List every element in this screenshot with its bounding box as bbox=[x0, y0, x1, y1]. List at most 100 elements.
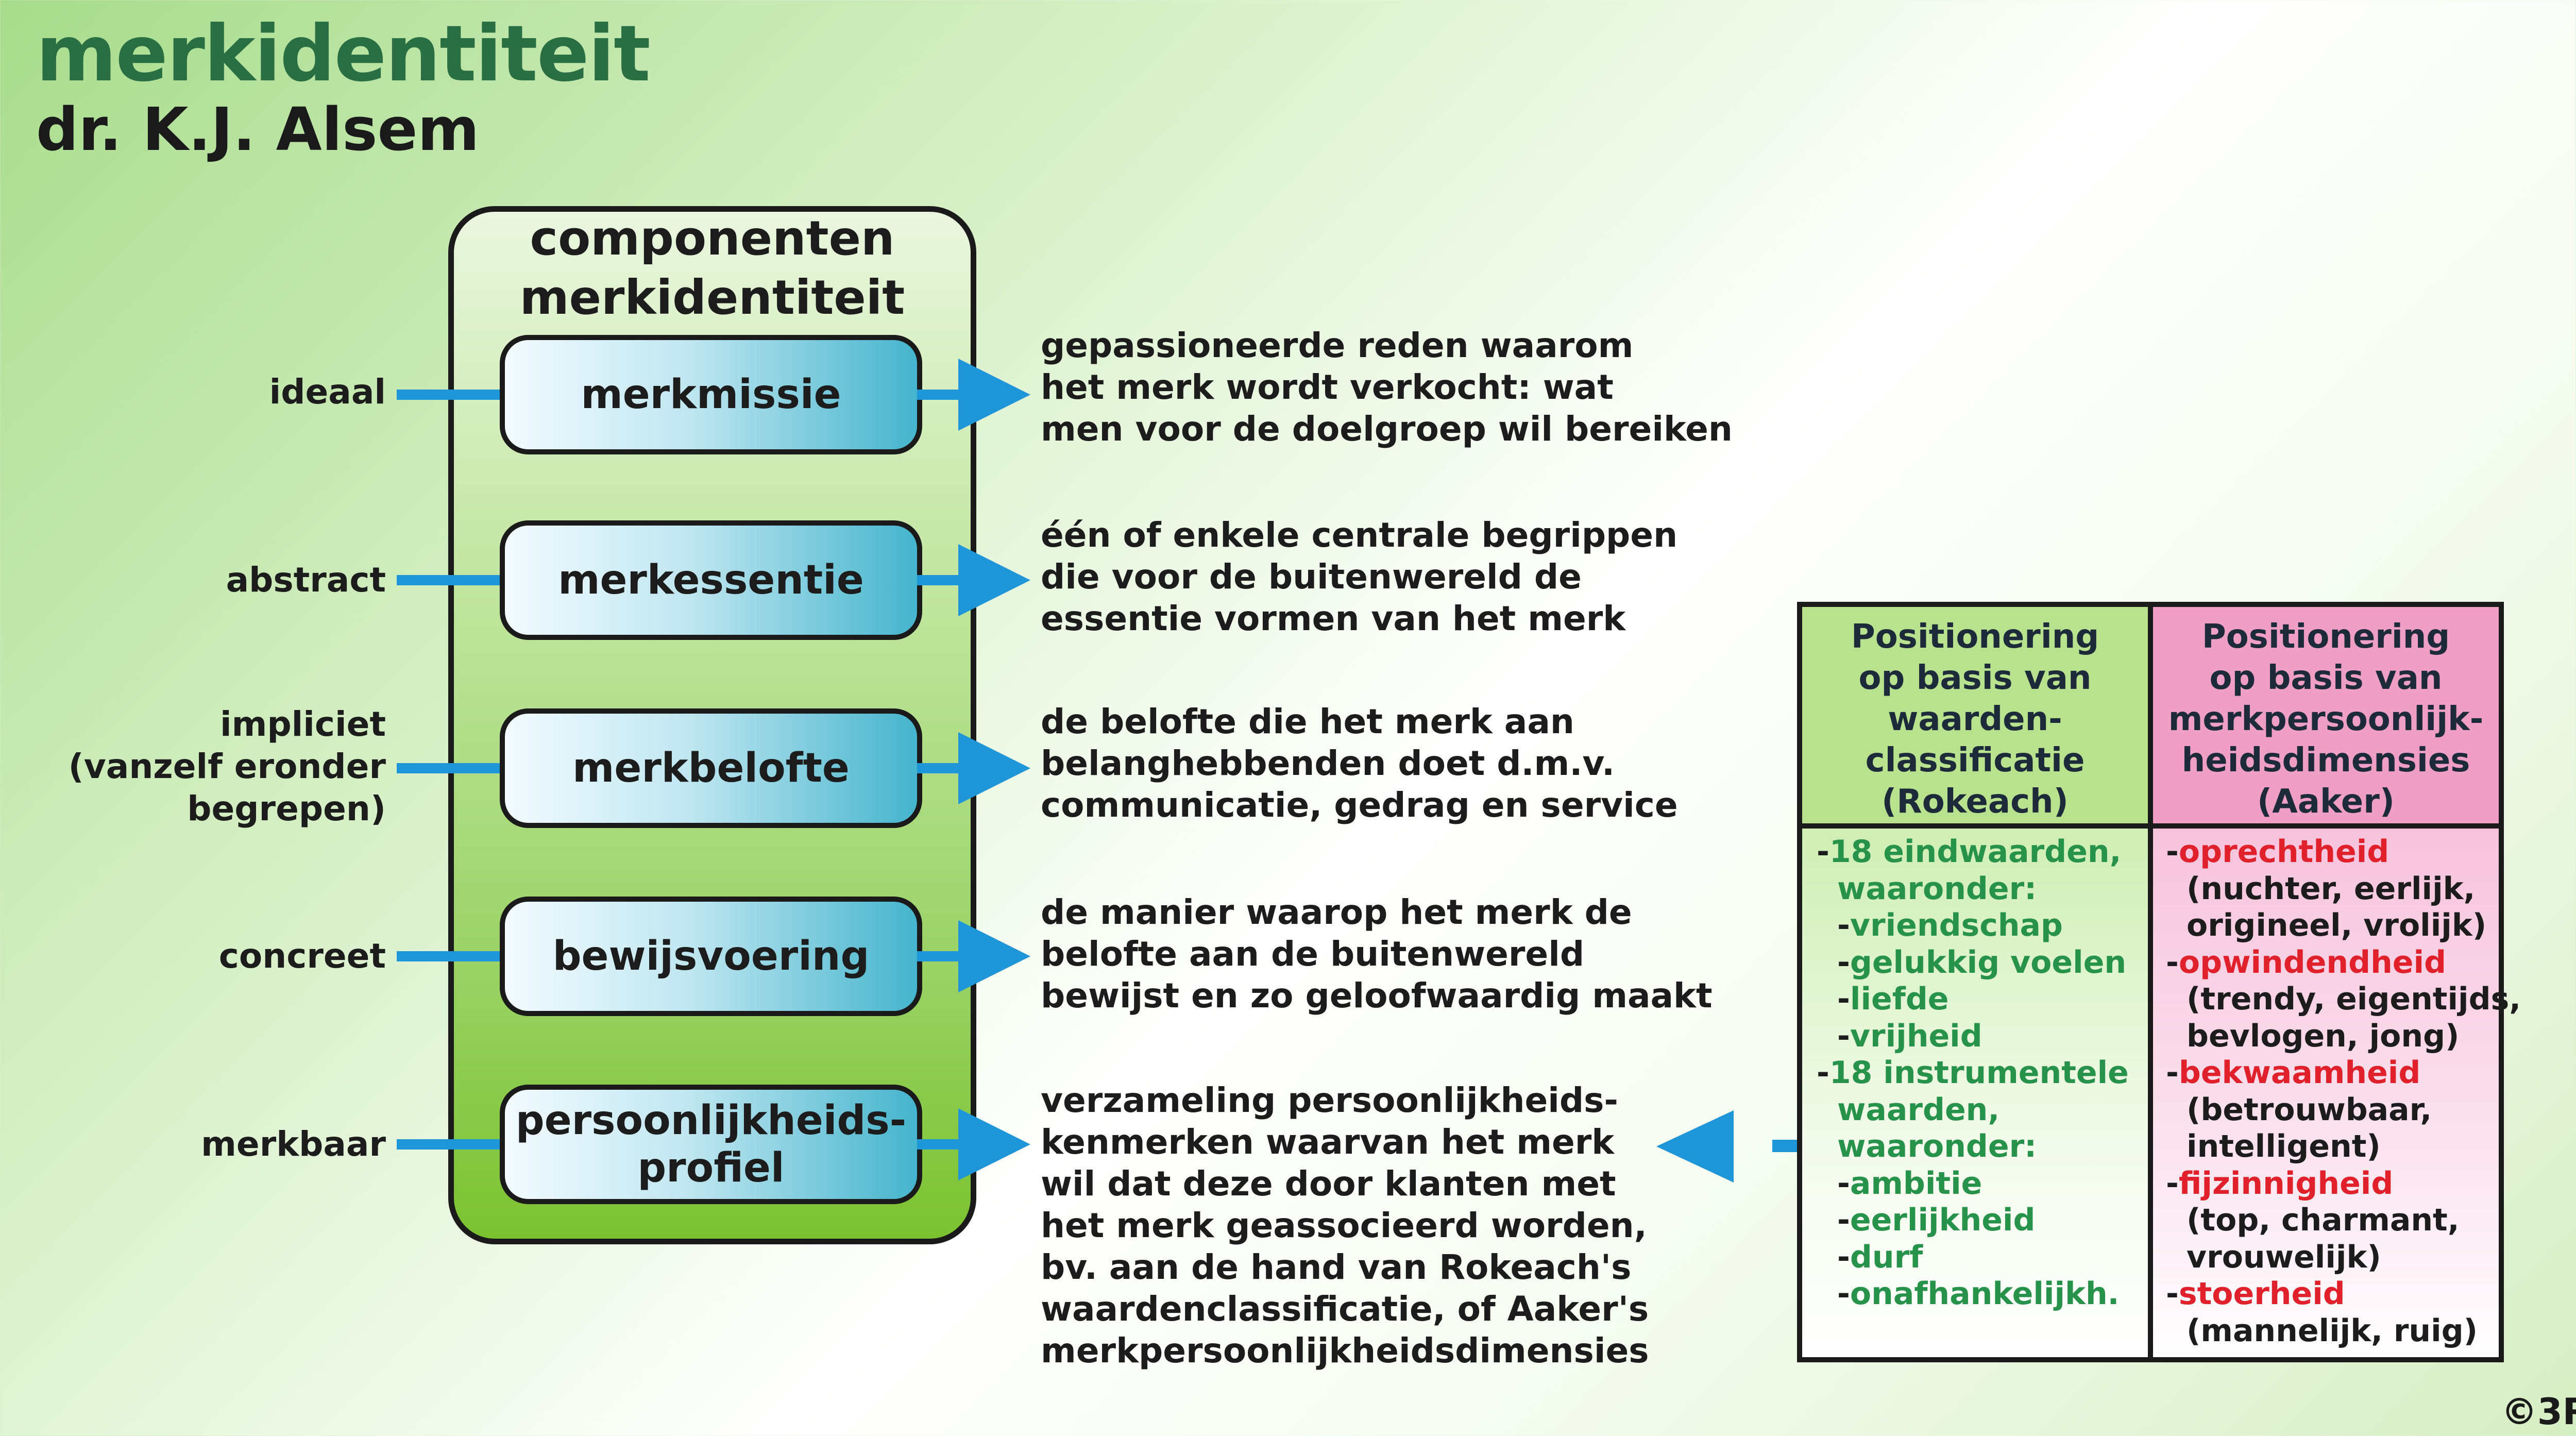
list-item-text: (top, charmant, bbox=[2187, 1202, 2460, 1238]
table-list-item: -fijzinnigheid bbox=[2166, 1165, 2499, 1203]
component-box: bewijsvoering bbox=[500, 897, 922, 1016]
list-item-text: vrijheid bbox=[1850, 1018, 1982, 1054]
left-connector bbox=[397, 951, 502, 961]
list-item-text: vrouwelijk) bbox=[2187, 1239, 2381, 1275]
table-list-item: (mannelijk, ruig) bbox=[2166, 1313, 2499, 1350]
right-connector bbox=[917, 390, 963, 400]
table-list-item: -ambitie bbox=[1817, 1165, 2148, 1203]
description-line: bewijst en zo geloofwaardig maakt bbox=[1041, 976, 1713, 1016]
description-line: men voor de doelgroep wil bereiken bbox=[1041, 409, 1733, 449]
list-bullet: - bbox=[1837, 1276, 1850, 1312]
list-bullet: - bbox=[1817, 1055, 1829, 1091]
table-list-item: (betrouwbaar, bbox=[2166, 1092, 2499, 1129]
description-line: die voor de buitenwereld de bbox=[1041, 557, 1582, 597]
table-list-item: -vriendschap bbox=[1817, 907, 2148, 944]
right-connector bbox=[917, 763, 963, 773]
list-item-text: 18 eindwaarden, bbox=[1829, 834, 2122, 870]
header-line: merkpersoonlijk- bbox=[2168, 700, 2484, 738]
table-list-item: -eerlijkheid bbox=[1817, 1202, 2148, 1239]
label-line: merkbaar bbox=[201, 1124, 386, 1164]
table-list-item: (top, charmant, bbox=[2166, 1202, 2499, 1239]
component-box: merkbelofte bbox=[500, 708, 922, 828]
list-bullet: - bbox=[2166, 834, 2179, 870]
list-item-text: waarden, bbox=[1837, 1091, 2000, 1128]
list-item-text: durf bbox=[1850, 1239, 1923, 1275]
component-box: merkessentie bbox=[500, 520, 922, 640]
description-line: de belofte die het merk aan bbox=[1041, 702, 1574, 741]
component-name: persoonlijkheids-profiel bbox=[516, 1097, 906, 1192]
list-bullet: - bbox=[1837, 1165, 1850, 1202]
list-item-text: 18 instrumentele bbox=[1829, 1055, 2129, 1091]
list-item-text: liefde bbox=[1850, 981, 1949, 1017]
header-line: op basis van bbox=[2209, 659, 2443, 697]
table-list-item: -vrijheid bbox=[1817, 1018, 2148, 1055]
list-item-text: vriendschap bbox=[1850, 907, 2063, 943]
description-line: belanghebbenden doet d.m.v. bbox=[1041, 744, 1615, 783]
table-list-item: waaronder: bbox=[1817, 871, 2148, 908]
component-box: merkmissie bbox=[500, 335, 922, 454]
component-level-label: merkbaar bbox=[201, 1123, 386, 1165]
header-line: op basis van bbox=[1858, 659, 2092, 697]
table-list-item: -stoerheid bbox=[2166, 1276, 2499, 1313]
table-list-item: vrouwelijk) bbox=[2166, 1239, 2499, 1276]
component-box: persoonlijkheids-profiel bbox=[500, 1085, 922, 1204]
description-line: de manier waarop het merk de bbox=[1041, 892, 1632, 932]
header-line: Positionering bbox=[2201, 618, 2450, 656]
table-list-item: -gelukkig voelen bbox=[1817, 944, 2148, 982]
table-list-item: -liefde bbox=[1817, 981, 2148, 1018]
label-line: abstract bbox=[226, 560, 386, 600]
arrow-left-icon bbox=[1656, 1110, 1734, 1182]
list-bullet: - bbox=[1837, 944, 1850, 981]
list-item-text: gelukkig voelen bbox=[1850, 944, 2127, 981]
list-bullet: - bbox=[1837, 907, 1850, 943]
arrow-right-icon bbox=[958, 732, 1030, 804]
right-connector bbox=[917, 1139, 963, 1150]
component-name-line: persoonlijkheids- bbox=[515, 1097, 907, 1144]
list-item-text: (mannelijk, ruig) bbox=[2187, 1312, 2478, 1349]
label-line: impliciet bbox=[220, 704, 386, 744]
component-level-label: ideaal bbox=[269, 371, 386, 413]
component-name: merkessentie bbox=[558, 556, 864, 604]
list-item-text: (nuchter, eerlijk, bbox=[2187, 870, 2476, 907]
arrow-right-icon bbox=[958, 920, 1030, 992]
description-line: essentie vormen van het merk bbox=[1041, 599, 1626, 638]
list-bullet: - bbox=[2166, 1276, 2179, 1312]
list-bullet: - bbox=[1837, 1018, 1850, 1054]
label-line: ideaal bbox=[269, 372, 386, 412]
table-list-item: -durf bbox=[1817, 1239, 2148, 1276]
list-item-text: intelligent) bbox=[2187, 1128, 2381, 1164]
list-bullet: - bbox=[1837, 981, 1850, 1017]
component-name: bewijsvoering bbox=[553, 933, 870, 980]
table-list-item: -opwindendheid bbox=[2166, 944, 2499, 982]
description-line: bv. aan de hand van Rokeach's bbox=[1041, 1247, 1632, 1287]
table-list-item: -oprechtheid bbox=[2166, 834, 2499, 871]
component-description: verzameling persoonlijkheids-kenmerken w… bbox=[1041, 1079, 1649, 1372]
list-item-text: stoerheid bbox=[2178, 1276, 2345, 1312]
list-item-text: onafhankelijkh. bbox=[1850, 1276, 2120, 1312]
component-name-line: bewijsvoering bbox=[552, 933, 870, 979]
arrow-right-icon bbox=[958, 359, 1030, 431]
list-item-text: waaronder: bbox=[1837, 1128, 2037, 1164]
description-line: merkpersoonlijkheidsdimensies bbox=[1041, 1331, 1649, 1371]
list-item-text: fijzinnigheid bbox=[2178, 1165, 2394, 1202]
description-line: het merk wordt verkocht: wat bbox=[1041, 367, 1614, 407]
left-connector bbox=[397, 390, 502, 400]
panel-title-line: componenten bbox=[530, 211, 895, 266]
header-line: waarden- bbox=[1888, 700, 2062, 738]
list-item-text: opwindendheid bbox=[2178, 944, 2447, 981]
header-line: Positionering bbox=[1851, 618, 2099, 656]
description-line: belofte aan de buitenwereld bbox=[1041, 934, 1585, 974]
table-list-item: origineel, vrolijk) bbox=[2166, 907, 2499, 944]
list-bullet: - bbox=[2166, 1165, 2179, 1202]
panel-title: componenten merkidentiteit bbox=[453, 209, 971, 327]
table-list-item: waaronder: bbox=[1817, 1128, 2148, 1165]
list-item-text: waaronder: bbox=[1837, 870, 2037, 907]
component-level-label: abstract bbox=[226, 559, 386, 601]
panel-title-line: merkidentiteit bbox=[519, 270, 905, 325]
